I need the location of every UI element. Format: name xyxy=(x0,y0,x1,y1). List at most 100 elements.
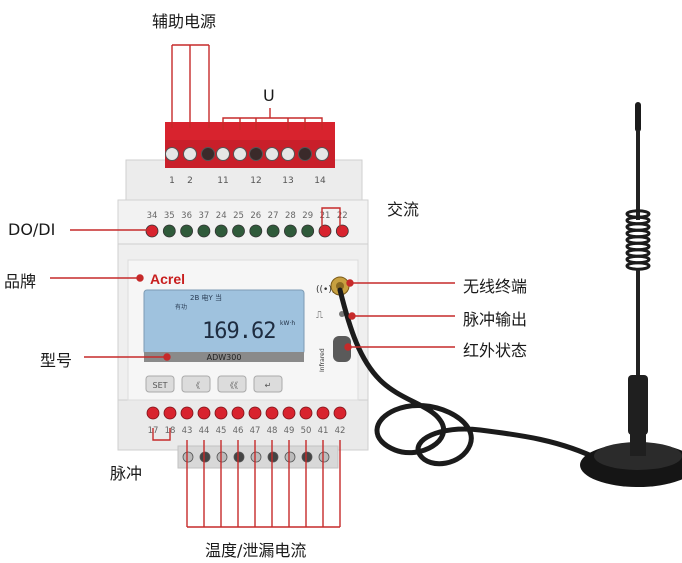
bottom-terminal-number: 49 xyxy=(284,426,295,436)
middle-screw xyxy=(249,224,263,238)
bottom-terminal-number: 46 xyxy=(233,426,244,436)
antenna xyxy=(580,102,682,487)
bottom-screw xyxy=(197,406,211,420)
leader-lines xyxy=(50,44,455,528)
middle-screw xyxy=(162,224,176,238)
top-screw xyxy=(298,147,312,161)
middle-screw xyxy=(301,224,315,238)
front-button[interactable] xyxy=(145,375,175,393)
middle-screw xyxy=(266,224,280,238)
label-aux-power: 辅助电源 xyxy=(152,12,217,31)
top-screw xyxy=(249,147,263,161)
infrared-text: Infrared xyxy=(319,348,326,372)
top-screw xyxy=(281,147,295,161)
bottom-terminal-number: 43 xyxy=(182,426,193,436)
top-terminal-number: 11 xyxy=(217,176,228,186)
front-button-label: 《 xyxy=(192,381,200,390)
bottom-pin xyxy=(182,451,194,463)
middle-terminal-number: 36 xyxy=(181,211,192,221)
middle-terminal-number: 24 xyxy=(216,211,227,221)
bottom-terminal-number: 50 xyxy=(301,426,312,436)
middle-terminal-number: 21 xyxy=(320,211,331,221)
front-button-label: 《《 xyxy=(226,381,238,390)
front-button-label: SET xyxy=(152,381,167,390)
bottom-screw xyxy=(333,406,347,420)
bottom-terminal-number: 47 xyxy=(250,426,261,436)
top-screw xyxy=(233,147,247,161)
bottom-pin xyxy=(267,451,279,463)
middle-screw xyxy=(197,224,211,238)
front-buttons: SET《《《↵ xyxy=(145,375,283,393)
top-screw xyxy=(265,147,279,161)
brand-logo: Acrel xyxy=(150,271,185,287)
middle-screw xyxy=(335,224,349,238)
bottom-terminal-number: 42 xyxy=(335,426,346,436)
model-strip xyxy=(144,352,304,362)
top-terminal-number: 14 xyxy=(314,176,326,186)
front-button[interactable] xyxy=(181,375,211,393)
bottom-screw xyxy=(316,406,330,420)
top-terminal-number: 1 xyxy=(169,176,175,186)
lcd-icons: 2B 电Y 当 xyxy=(190,293,222,302)
label-temp-leak: 温度/泄漏电流 xyxy=(205,541,307,560)
front-button-label: ↵ xyxy=(265,381,272,390)
front-button[interactable] xyxy=(253,375,283,393)
bottom-screw xyxy=(265,406,279,420)
bottom-pin xyxy=(216,451,228,463)
middle-screw xyxy=(232,224,245,238)
bottom-terminal-number: 41 xyxy=(318,426,329,436)
bottom-screw xyxy=(299,406,313,420)
bottom-pin xyxy=(250,451,262,463)
antenna-cable xyxy=(330,276,603,467)
pulse-symbol-icon: ⎍ xyxy=(316,310,323,321)
middle-terminal-number: 25 xyxy=(233,211,244,221)
infrared-window xyxy=(333,336,351,362)
wireless-symbol-icon: ((•)) xyxy=(316,285,335,295)
bottom-screw xyxy=(231,406,245,420)
bottom-screw xyxy=(146,406,160,420)
top-screw xyxy=(165,147,179,161)
middle-terminal-number: 28 xyxy=(285,211,296,221)
label-voltage: U xyxy=(263,86,275,105)
top-terminal-block xyxy=(165,122,335,168)
front-button[interactable] xyxy=(217,375,247,393)
middle-screw xyxy=(180,224,194,238)
bottom-screw xyxy=(163,406,177,420)
label-wireless: 无线终端 xyxy=(463,277,528,296)
label-do-di: DO/DI xyxy=(8,220,56,239)
label-model: 型号 xyxy=(40,351,73,370)
middle-terminal-number: 37 xyxy=(198,211,209,221)
middle-terminal-number: 35 xyxy=(164,211,175,221)
bottom-pin xyxy=(199,451,211,463)
lcd-unit: kW·h xyxy=(280,320,295,327)
label-pulse: 脉冲 xyxy=(110,464,143,483)
top-screw xyxy=(201,147,215,161)
top-screw xyxy=(216,147,230,161)
top-terminal-number: 2 xyxy=(187,176,193,186)
middle-screw xyxy=(318,224,332,238)
top-terminal-number: 12 xyxy=(250,176,261,186)
bottom-screw xyxy=(248,406,262,420)
middle-screw xyxy=(283,224,297,238)
top-screw xyxy=(183,147,197,161)
model-text: ADW300 xyxy=(207,353,242,362)
middle-terminal-number: 26 xyxy=(250,211,261,221)
bottom-pins xyxy=(182,451,330,463)
bottom-terminal-number: 48 xyxy=(267,426,278,436)
bottom-screw xyxy=(282,406,296,420)
middle-screw xyxy=(145,224,159,238)
middle-terminal-number: 34 xyxy=(147,211,158,221)
middle-terminal-number: 22 xyxy=(337,211,348,221)
top-terminal-number: 13 xyxy=(282,176,293,186)
bottom-terminal-screws xyxy=(146,406,347,420)
bottom-pin xyxy=(233,451,245,463)
lcd-sub-label: 有功 xyxy=(175,303,187,311)
top-terminal-screws xyxy=(165,147,329,161)
bottom-terminal-number: 44 xyxy=(199,426,210,436)
label-pulse-out: 脉冲输出 xyxy=(463,310,528,329)
middle-terminal-number: 29 xyxy=(302,211,313,221)
